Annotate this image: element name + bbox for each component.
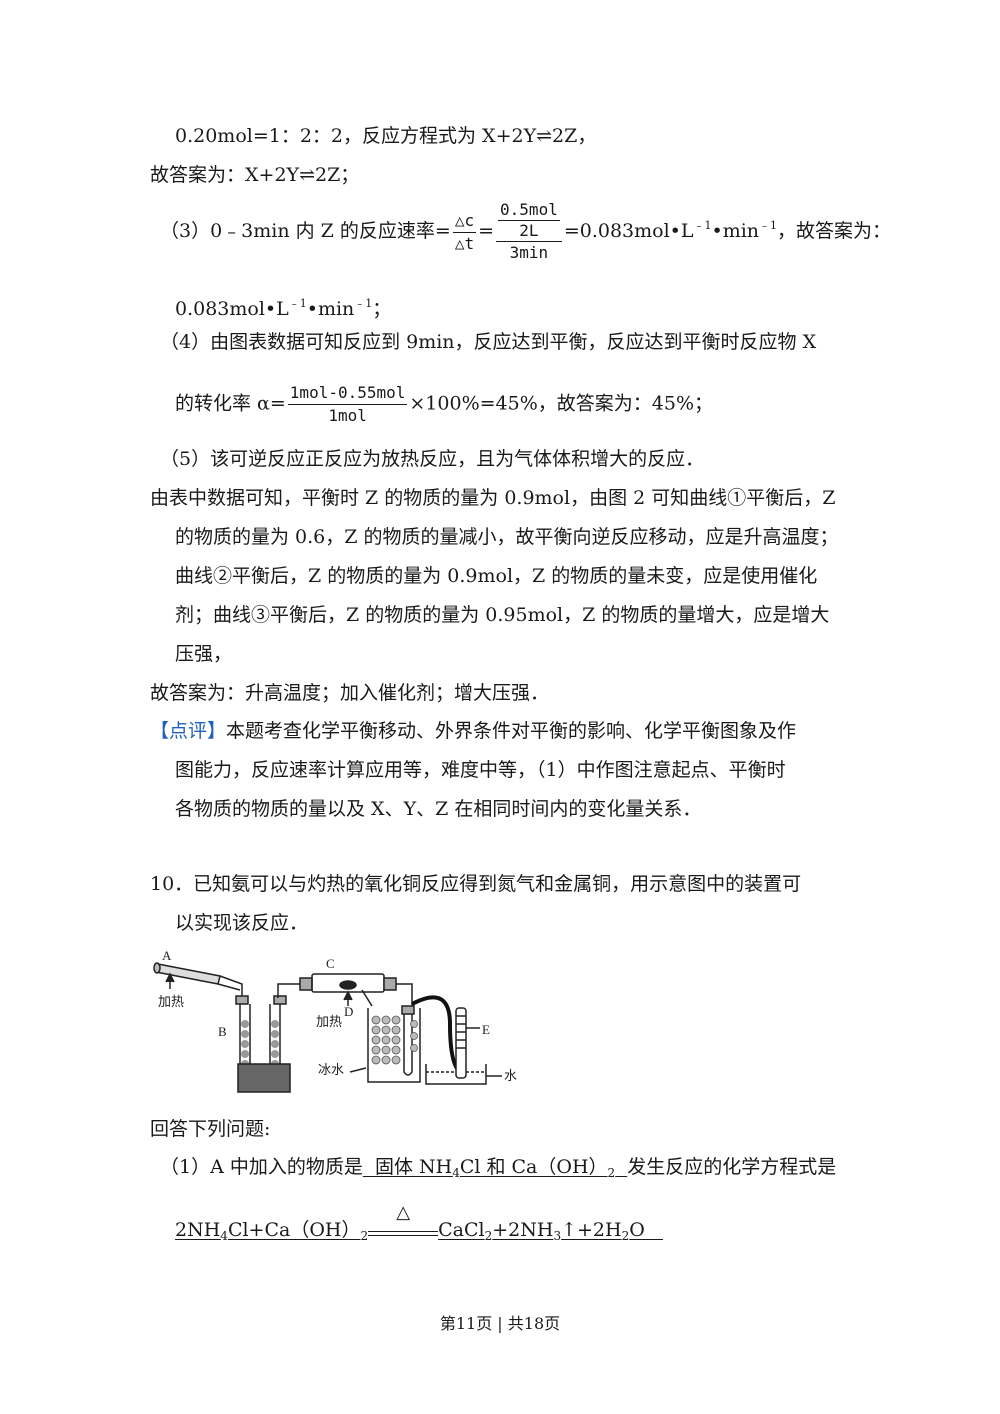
answer-equation: 2NH4Cl+Ca（OH）2△CaCl2+2NH3↑+2H2O bbox=[175, 1202, 663, 1243]
superscript: ﹣1 bbox=[288, 297, 307, 310]
fraction-inner-numerator: 0.5mol bbox=[498, 200, 560, 221]
fraction-denominator: 1mol bbox=[328, 406, 367, 425]
label-a: A bbox=[162, 948, 172, 963]
tube-c bbox=[299, 973, 413, 1010]
label-ice-water: 冰水 bbox=[318, 1062, 344, 1077]
text-line: 由表中数据可知，平衡时 Z 的物质的量为 0.9mol，由图 2 可知曲线①平衡… bbox=[150, 487, 836, 509]
ice-water-pointer bbox=[349, 1067, 367, 1073]
text-span: Cl+Ca（OH） bbox=[227, 1219, 361, 1241]
text-line: 剂；曲线③平衡后，Z 的物质的量为 0.95mol，Z 的物质的量增大，应是增大 bbox=[175, 604, 830, 626]
text-line: 图能力，反应速率计算应用等，难度中等，（1）中作图注意起点、平衡时 bbox=[175, 759, 786, 781]
text-line: （5）该可逆反应正反应为放热反应，且为气体体积增大的反应． bbox=[160, 448, 705, 470]
text-span: 2NH bbox=[175, 1219, 221, 1241]
label-heat-2: 加热 bbox=[316, 1014, 342, 1029]
water-trough bbox=[425, 1007, 502, 1085]
comment-tag: 【点评】 bbox=[150, 720, 227, 742]
text-span: ×100%=45%，故答案为：45%； bbox=[409, 392, 714, 415]
answer-equation-line: 2NH4Cl+Ca（OH）2△CaCl2+2NH3↑+2H2O bbox=[175, 1202, 663, 1248]
subscript: 2 bbox=[484, 1229, 493, 1243]
heat-arrowhead-2 bbox=[343, 990, 353, 1001]
fraction-denominator: 3min bbox=[509, 243, 549, 262]
text-line: 回答下列问题: bbox=[150, 1118, 271, 1140]
question-line: 10．已知氨可以与灼热的氧化铜反应得到氮气和金属铜，用示意图中的装置可 bbox=[150, 873, 802, 895]
fraction-inner-denominator: 2L bbox=[519, 221, 539, 240]
label-c: C bbox=[326, 956, 335, 971]
text-line: 故答案为：升高温度；加入催化剂；增大压强． bbox=[150, 682, 550, 704]
delta-sign: △ bbox=[396, 1202, 411, 1223]
support-block bbox=[237, 1063, 291, 1093]
fraction-numerator: △c bbox=[452, 210, 477, 233]
label-d: D bbox=[344, 1004, 353, 1019]
text-line: 曲线②平衡后，Z 的物质的量为 0.9mol，Z 的物质的量未变，应是使用催化 bbox=[175, 565, 818, 587]
test-tube-a bbox=[153, 962, 243, 1000]
rate-prefix: （3）0﹣3min 内 Z 的反应速率= bbox=[160, 220, 451, 242]
equals-sign: = bbox=[478, 220, 495, 242]
label-b: B bbox=[218, 1024, 227, 1039]
subscript: 2 bbox=[621, 1229, 630, 1243]
text-span: +2NH bbox=[492, 1219, 554, 1241]
apparatus-diagram: A 加热 B C D 加热 冰水 E 水 bbox=[153, 948, 517, 1093]
label-e: E bbox=[482, 1022, 490, 1037]
text-span: 发生反应的化学方程式是 bbox=[627, 1156, 837, 1178]
superscript: ﹣1 bbox=[759, 219, 778, 232]
superscript: ﹣1 bbox=[693, 219, 712, 232]
text-line: 以实现该反应． bbox=[175, 912, 309, 934]
text-line: 0.20mol=1：2：2，反应方程式为 X+2Y⇌2Z， bbox=[175, 125, 597, 147]
answer-blank: 固体 NH4Cl 和 Ca（OH）2 bbox=[362, 1156, 627, 1180]
fraction-dc-dt: △c△t bbox=[452, 210, 477, 255]
text-span: 的转化率 α= bbox=[175, 392, 286, 415]
rubber-tube bbox=[411, 995, 462, 1074]
text-span: ； bbox=[372, 298, 392, 320]
rate-unit: •min bbox=[711, 220, 760, 242]
text-span: •min bbox=[306, 298, 355, 320]
text-line: 0.083mol•L﹣1•min﹣1； bbox=[175, 292, 391, 321]
text-line: 的物质的量为 0.6，Z 的物质的量减小，故平衡向逆反应移动，应是升高温度； bbox=[175, 526, 839, 548]
page-footer: 第11页 | 共18页 bbox=[439, 1314, 561, 1333]
text-span: Cl 和 Ca（OH） bbox=[459, 1156, 608, 1178]
text-line: 压强， bbox=[175, 643, 233, 665]
text-span: O bbox=[629, 1219, 663, 1241]
text-span: 0.083mol•L bbox=[175, 298, 289, 320]
fraction-numerator: 1mol-0.55mol bbox=[287, 382, 408, 405]
answer-line-1: （1）A 中加入的物质是 固体 NH4Cl 和 Ca（OH）2 发生反应的化学方… bbox=[160, 1155, 836, 1185]
label-water: 水 bbox=[504, 1068, 517, 1083]
text-span: 本题考查化学平衡移动、外界条件对平衡的影响、化学平衡图象及作 bbox=[226, 720, 797, 742]
text-line: （4）由图表数据可知反应到 9min，反应达到平衡，反应达到平衡时反应物 X bbox=[160, 331, 817, 353]
subscript: 3 bbox=[553, 1229, 562, 1243]
ice-bath bbox=[367, 1005, 421, 1083]
subscript: 2 bbox=[360, 1229, 369, 1243]
label-d-pointer bbox=[361, 989, 373, 1007]
text-span bbox=[615, 1156, 627, 1178]
label-heat-1: 加热 bbox=[158, 994, 184, 1009]
double-bar bbox=[368, 1231, 439, 1236]
text-line: 各物质的物质的量以及 X、Y、Z 在相同时间内的变化量关系． bbox=[175, 798, 702, 820]
superscript: ﹣1 bbox=[354, 297, 373, 310]
reaction-arrow: △ bbox=[368, 1202, 439, 1236]
text-span: 固体 NH bbox=[362, 1156, 453, 1178]
subscript: 2 bbox=[607, 1166, 616, 1180]
subscript: 4 bbox=[220, 1229, 228, 1243]
rate-value: =0.083mol•L bbox=[563, 220, 694, 242]
rate-suffix: ，故答案为： bbox=[777, 220, 892, 242]
fraction-denominator: △t bbox=[454, 233, 475, 253]
comment-line: 【点评】本题考查化学平衡移动、外界条件对平衡的影响、化学平衡图象及作 bbox=[150, 719, 796, 743]
text-span: ↑+2H bbox=[561, 1219, 622, 1241]
heat-arrowhead-1 bbox=[165, 972, 175, 983]
text-line: 故答案为：X+2Y⇌2Z； bbox=[150, 164, 360, 186]
text-span: （1）A 中加入的物质是 bbox=[160, 1156, 363, 1178]
text-span: CaCl bbox=[438, 1219, 485, 1241]
subscript: 4 bbox=[452, 1166, 460, 1180]
